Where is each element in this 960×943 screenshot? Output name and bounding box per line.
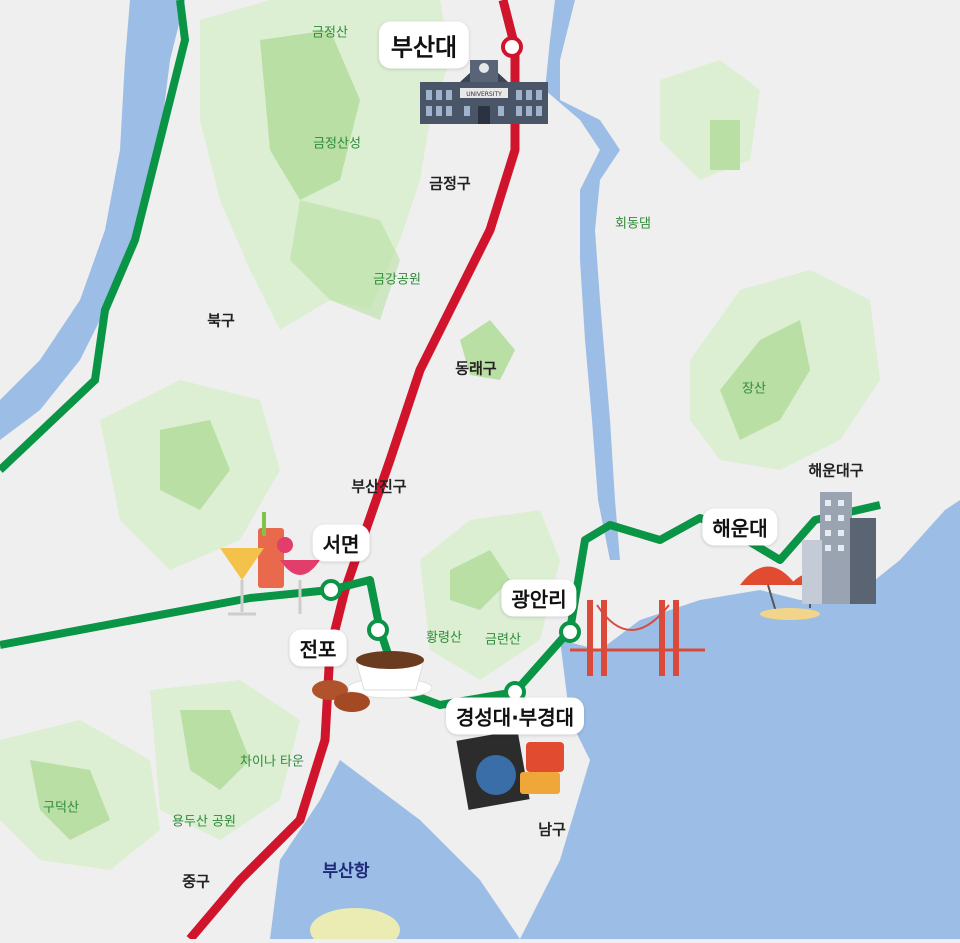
sea	[520, 500, 960, 939]
river-east	[545, 0, 620, 560]
district-geumjeong: 금정구	[429, 174, 471, 193]
park-geumnyeonsan: 금련산	[485, 632, 521, 648]
district-haeundae: 해운대구	[808, 461, 864, 480]
forest-dongnae	[460, 320, 515, 380]
gwangan-bridge-icon	[570, 600, 705, 676]
forest-jangsan-inner	[720, 320, 810, 440]
forest-chinatown-inner	[180, 710, 250, 790]
station-pusan-univ[interactable]: 부산대	[378, 21, 470, 69]
station-seomyeon[interactable]: 서면	[312, 524, 370, 562]
park-hoedongdam: 회동댐	[615, 216, 651, 232]
river-west	[0, 0, 185, 440]
station-marker-seomyeon	[320, 579, 342, 601]
station-jeonpo[interactable]: 전포	[289, 629, 347, 667]
park-geumjeongsan: 금정산	[312, 25, 348, 41]
forest-hoedong-inner	[710, 120, 740, 170]
district-buk: 북구	[207, 311, 235, 330]
university-building-icon: UNIVERSITY	[420, 60, 548, 124]
park-gudeoksan: 구덕산	[43, 800, 79, 816]
park-geumjeongsanseong: 금정산성	[313, 136, 361, 152]
park-chinatown: 차이나 타운	[240, 754, 304, 770]
port-label: 부산항	[322, 861, 370, 882]
park-jangsan: 장산	[742, 381, 766, 397]
district-dongnae: 동래구	[455, 359, 497, 378]
port-glow	[310, 908, 400, 943]
district-busanjin: 부산진구	[351, 477, 407, 496]
line-1-red	[186, 0, 520, 942]
record-poster-icon	[456, 730, 564, 810]
harbor	[270, 760, 520, 939]
forest-gudeoksan-inner	[30, 760, 110, 840]
station-gwangalli[interactable]: 광안리	[501, 579, 577, 617]
district-nam: 남구	[538, 820, 566, 839]
station-haeundae[interactable]: 해운대	[702, 508, 778, 546]
station-kyungsung[interactable]: 경성대·부경대	[446, 697, 584, 735]
district-jung: 중구	[182, 872, 210, 891]
university-sign: UNIVERSITY	[466, 91, 502, 98]
forest-hwangnyeong-inner	[450, 550, 510, 610]
forest-west-inner	[160, 420, 230, 510]
station-marker-pusan-univ	[501, 36, 523, 58]
cocktail-icon	[220, 512, 320, 616]
coffee-icon	[312, 651, 433, 712]
line-green-west	[0, 0, 190, 473]
station-marker-gwangalli	[559, 621, 581, 643]
forest-geumjeongsan-inner	[260, 30, 360, 200]
park-yongdusan: 용두산 공원	[172, 814, 236, 830]
station-marker-jeonpo	[367, 619, 389, 641]
forest-geumgang	[290, 200, 400, 320]
haeundae-buildings-icon	[802, 492, 876, 604]
park-geumgang: 금강공원	[373, 272, 421, 288]
park-hwangnyeongsan: 황령산	[426, 630, 462, 646]
